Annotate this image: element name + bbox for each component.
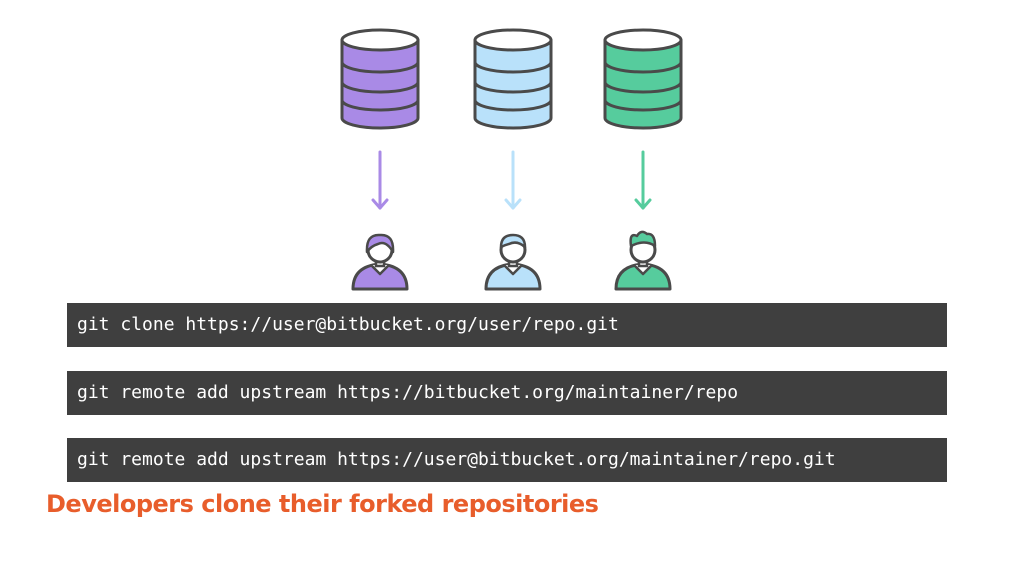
git-remote-add-upstream-ssh-command: git remote add upstream https://user@bit… bbox=[67, 438, 947, 482]
developer-blue-icon bbox=[484, 233, 542, 291]
down-arrow-icon bbox=[371, 150, 389, 210]
developer-purple-icon bbox=[351, 233, 409, 291]
slide-caption: Developers clone their forked repositori… bbox=[46, 490, 599, 518]
git-clone-command: git clone https://user@bitbucket.org/use… bbox=[67, 303, 947, 347]
developer-green-icon bbox=[614, 230, 672, 291]
fork-clone-diagram bbox=[340, 28, 683, 291]
repo-green-icon bbox=[603, 28, 683, 130]
repo-purple-icon bbox=[340, 28, 420, 130]
git-remote-add-upstream-command: git remote add upstream https://bitbucke… bbox=[67, 371, 947, 415]
down-arrow-icon bbox=[634, 150, 652, 210]
down-arrow-icon bbox=[504, 150, 522, 210]
repo-blue-icon bbox=[473, 28, 553, 130]
